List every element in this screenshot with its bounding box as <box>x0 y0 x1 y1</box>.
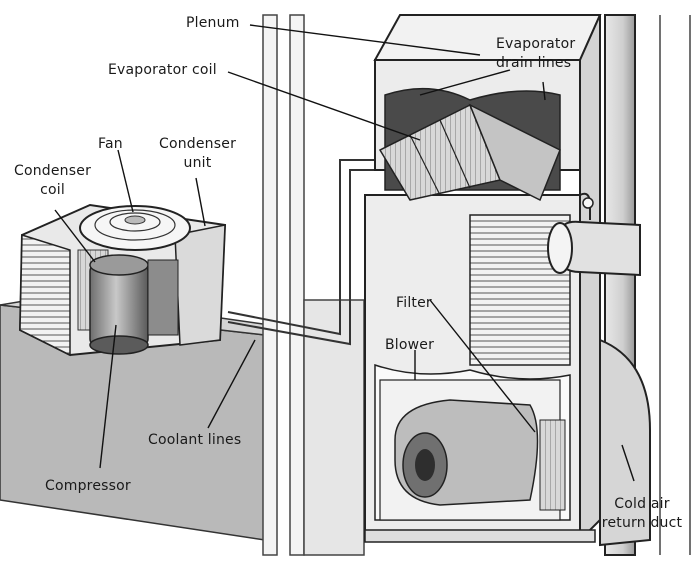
leader-filter <box>429 299 536 433</box>
fan-grille <box>79 205 191 251</box>
label-compressor: Compressor <box>45 478 131 494</box>
label-evaporator-coil: Evaporator coil <box>108 62 217 78</box>
label-blower: Blower <box>385 337 435 353</box>
leader-compressor <box>99 324 117 469</box>
leader-condenser-coil <box>54 209 96 263</box>
leader-cold-air-return-duct <box>621 444 635 482</box>
label-coolant-lines: Coolant lines <box>148 432 242 448</box>
compressor-body <box>89 254 149 355</box>
furnace-cabinet <box>364 14 602 543</box>
label-cold-air-return-duct-line1: Cold air <box>614 496 670 512</box>
label-filter: Filter <box>396 295 432 311</box>
leader-evaporator-coil <box>227 71 421 141</box>
label-condenser-coil-line1: Condenser <box>13 163 92 179</box>
wall-studs <box>262 14 365 556</box>
leader-evaporator-drain-lines-a <box>419 69 511 96</box>
blower-body <box>394 399 539 506</box>
condenser-unit <box>18 203 227 357</box>
leader-condenser-unit <box>195 177 206 227</box>
label-fan: Fan <box>98 136 123 152</box>
leader-plenum <box>249 24 481 56</box>
leader-fan <box>117 149 134 213</box>
coolant-lines <box>227 159 375 346</box>
leader-coolant-lines <box>207 339 256 429</box>
leader-lines <box>54 24 635 482</box>
label-evaporator-drain-lines-line2: drain lines <box>496 55 572 71</box>
label-condenser-coil-line2: coil <box>40 182 65 198</box>
label-condenser-unit-line2: unit <box>183 155 212 171</box>
label-plenum: Plenum <box>186 15 240 31</box>
leader-evaporator-drain-lines-b <box>542 81 546 101</box>
label-evaporator-drain-lines-line1: Evaporator <box>496 36 576 52</box>
return-duct <box>547 14 691 556</box>
label-condenser-unit-line1: Condenser <box>158 136 237 152</box>
label-cold-air-return-duct-line2: return duct <box>601 515 683 531</box>
